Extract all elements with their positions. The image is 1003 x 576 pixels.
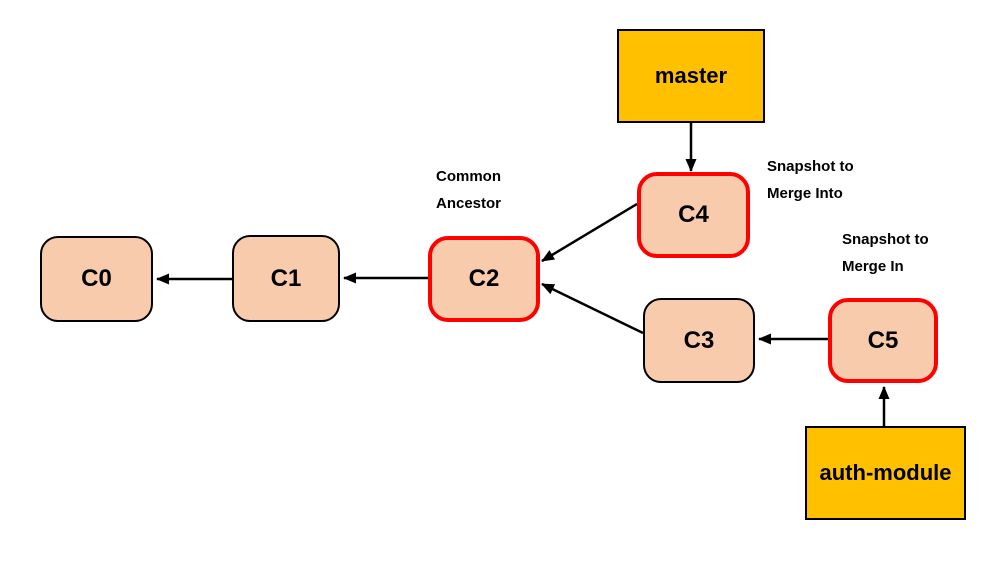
branch-label-auth-module: auth-module: [819, 460, 952, 485]
commit-label-c1: C1: [270, 264, 302, 292]
annotation-common-ancestor: Common Ancestor: [436, 163, 501, 217]
commit-label-c3: C3: [683, 326, 715, 354]
commit-label-c4: C4: [678, 201, 709, 228]
commit-node-c3: C3: [643, 298, 755, 383]
annotation-snapshot-merge-in-line2: Merge In: [842, 258, 904, 275]
annotation-snapshot-merge-into-line1: Snapshot to: [767, 158, 854, 175]
commit-node-c4: C4: [637, 172, 750, 258]
commit-node-c2: C2: [428, 236, 540, 322]
branch-label-master: master: [654, 63, 728, 88]
commit-node-c5: C5: [828, 298, 938, 383]
commit-label-c2: C2: [468, 265, 500, 292]
branch-node-master: master: [617, 29, 765, 123]
arrow-c4-to-c2: [541, 202, 638, 263]
annotation-common-ancestor-line1: Common: [436, 168, 501, 185]
commit-node-c1: C1: [232, 235, 340, 322]
commit-label-c0: C0: [81, 265, 112, 292]
commit-node-c0: C0: [40, 236, 153, 322]
branch-node-auth-module: auth-module: [805, 426, 966, 520]
annotation-common-ancestor-line2: Ancestor: [436, 195, 502, 212]
annotation-snapshot-merge-in-line1: Snapshot to: [842, 231, 929, 248]
annotation-snapshot-merge-into: Snapshot to Merge Into: [767, 153, 854, 207]
commit-label-c5: C5: [867, 326, 899, 354]
arrow-c3-to-c2: [541, 282, 644, 335]
annotation-snapshot-merge-into-line2: Merge Into: [767, 185, 843, 202]
annotation-snapshot-merge-in: Snapshot to Merge In: [842, 226, 929, 280]
